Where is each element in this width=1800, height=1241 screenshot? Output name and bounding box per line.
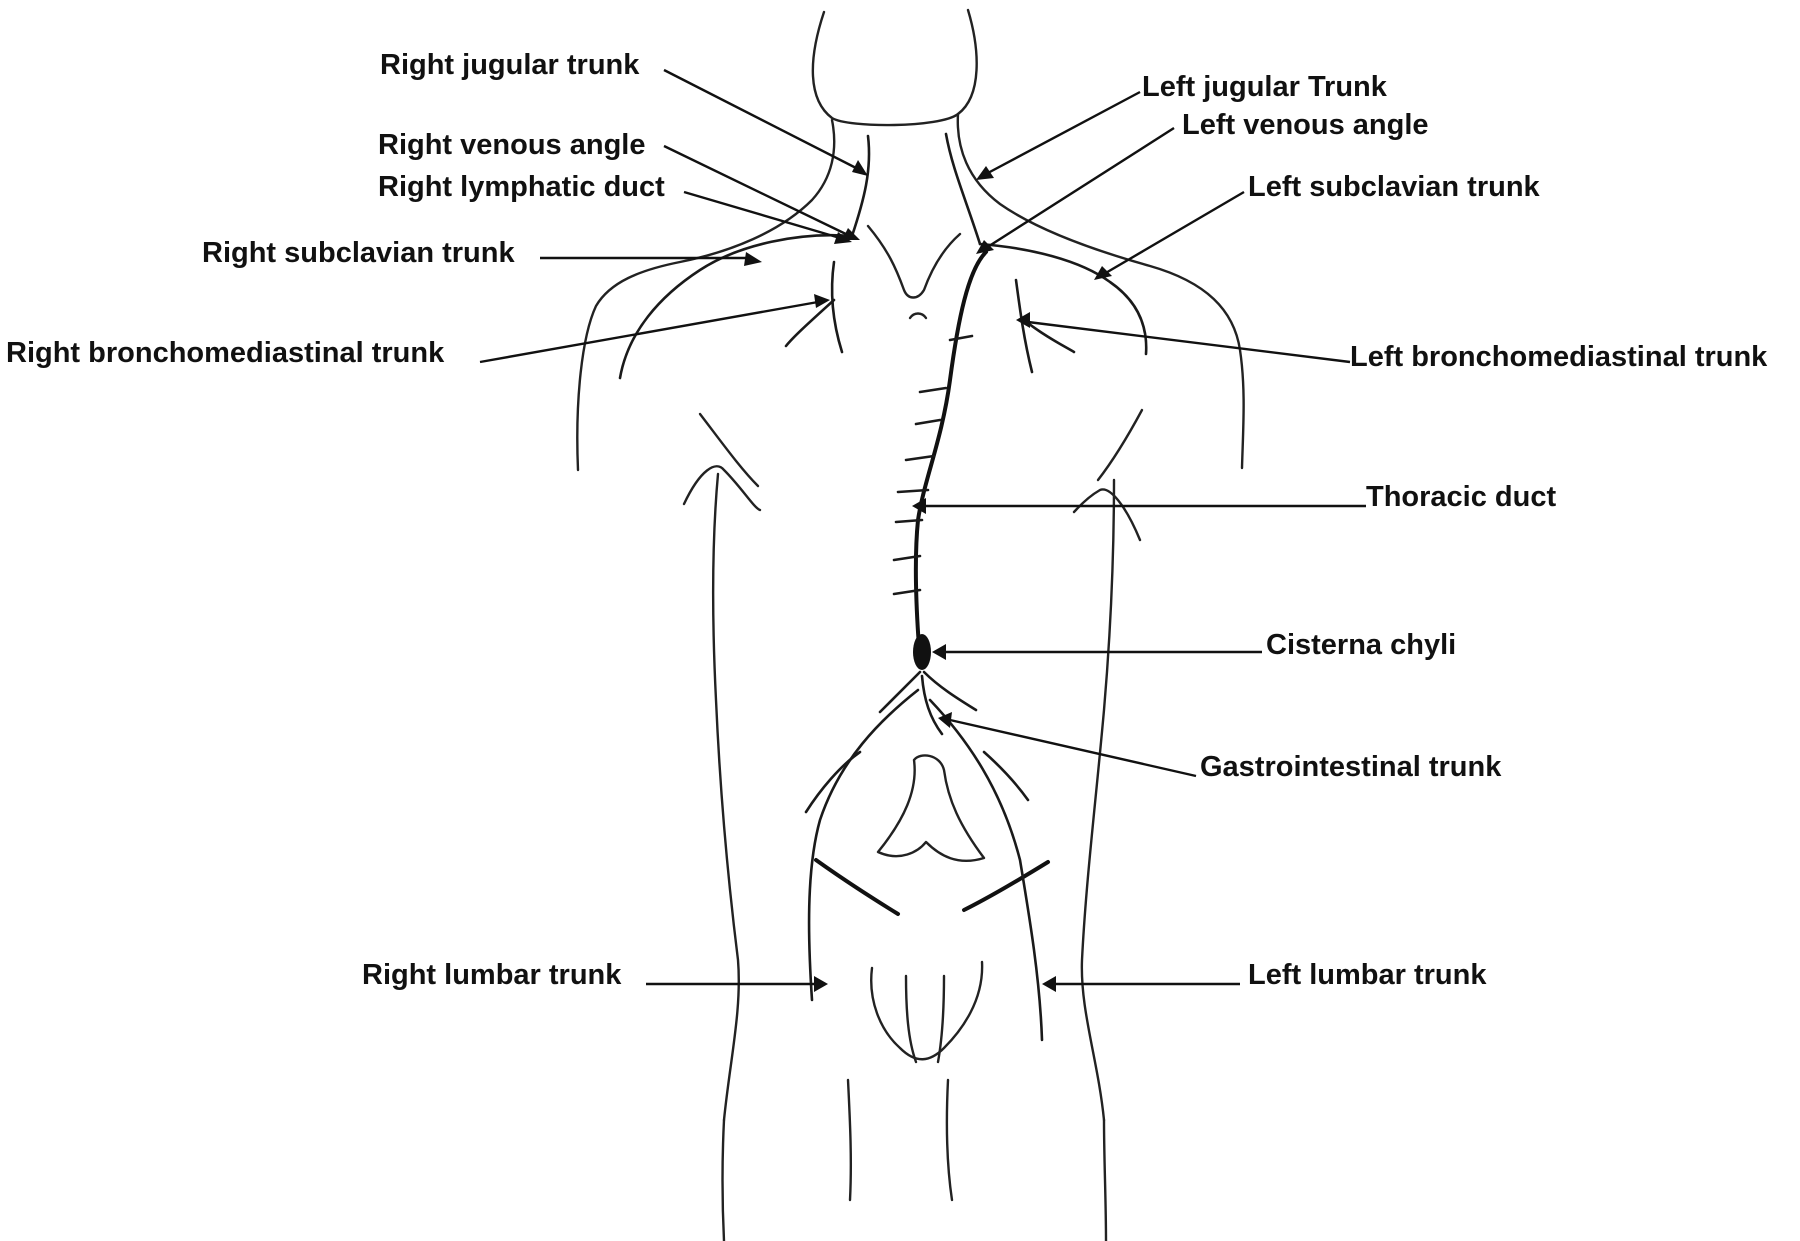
body-outline [576, 8, 1245, 1241]
label-thoracic-duct: Thoracic duct [1366, 481, 1556, 513]
leg-left-outer [721, 1118, 726, 1241]
arrow-thoracic-duct [912, 498, 926, 514]
label-right-subclavian-trunk: Right subclavian trunk [202, 237, 515, 269]
pelvic-structure [876, 754, 986, 863]
label-right-bronchomediastinal-trunk: Right bronchomediastinal trunk [6, 337, 445, 369]
pelvis-outline [870, 960, 984, 1061]
left-bronchomediastinal-trunk-vessel [1014, 278, 1034, 374]
leader-gastrointestinal-trunk [949, 718, 1197, 778]
leg-right-outer [1102, 1118, 1108, 1241]
arrow-left-venous-angle [976, 240, 994, 254]
label-left-jugular-trunk: Left jugular Trunk [1142, 71, 1388, 103]
torso-left-flank [712, 472, 740, 1122]
arrow-left-jugular-trunk [976, 166, 994, 180]
label-left-venous-angle: Left venous angle [1182, 109, 1429, 141]
lumbar-tributary-right [982, 750, 1030, 802]
leader-left-bronchomediastinal-trunk [1027, 320, 1351, 364]
label-right-jugular-trunk: Right jugular trunk [380, 49, 640, 81]
arrow-right-venous-angle [842, 228, 860, 240]
leader-left-jugular-trunk [985, 90, 1141, 176]
neck-right-side [956, 112, 1245, 470]
right-subclavian-trunk-vessel [618, 233, 854, 380]
label-left-lumbar-trunk: Left lumbar trunk [1248, 959, 1487, 991]
arrow-right-lymphatic-duct [834, 232, 852, 244]
leader-right-bronchomediastinal-trunk [479, 300, 819, 364]
arrow-right-subclavian-trunk [744, 252, 762, 266]
inguinal-ligament-left [814, 858, 900, 916]
right-jugular-trunk-vessel [850, 134, 871, 238]
right-lumbar-trunk-vessel [928, 698, 1044, 1042]
right-bronchomediastinal-trunk-vessel [830, 260, 844, 354]
labels: Right jugular trunk Right venous angle R… [6, 49, 1768, 991]
thoracic-duct-vessel [913, 250, 988, 662]
lumbar-tributary-left [804, 750, 862, 814]
label-right-lymphatic-duct: Right lymphatic duct [378, 171, 665, 203]
scapula-right [1096, 408, 1144, 482]
arrow-right-lumbar-trunk [814, 976, 828, 992]
leg-right-inner [945, 1078, 954, 1202]
left-lumbar-trunk-vessel [807, 688, 920, 1002]
sternum-notch [866, 224, 962, 299]
arrow-right-bronchomediastinal-trunk [814, 294, 830, 308]
scapula-left [698, 412, 760, 488]
gi-branch-right [922, 670, 978, 712]
genital-line-right [936, 974, 946, 1064]
armpit-right [1072, 488, 1142, 542]
arrow-left-bronchomediastinal-trunk [1016, 312, 1030, 328]
leader-left-venous-angle [985, 126, 1175, 250]
leader-left-subclavian-trunk [1103, 190, 1245, 276]
torso-right-flank [1080, 478, 1116, 1122]
leader-lines [479, 68, 1366, 992]
left-jugular-trunk-vessel [944, 132, 982, 246]
label-left-subclavian-trunk: Left subclavian trunk [1248, 171, 1541, 203]
label-gastrointestinal-trunk: Gastrointestinal trunk [1200, 751, 1502, 783]
gastrointestinal-trunk-vessel [920, 674, 944, 736]
inguinal-ligament-right [962, 860, 1050, 912]
leg-left-inner [846, 1078, 853, 1202]
arrow-gastrointestinal-trunk [938, 712, 952, 728]
intercostal-tributaries [892, 334, 974, 596]
head-outline [811, 8, 978, 127]
right-bronchomediastinal-branch [784, 298, 836, 348]
cisterna-chyli-node [913, 634, 931, 670]
neck-left-side [576, 118, 836, 472]
label-left-bronchomediastinal-trunk: Left bronchomediastinal trunk [1350, 341, 1768, 373]
leader-right-jugular-trunk [663, 68, 861, 172]
label-right-lumbar-trunk: Right lumbar trunk [362, 959, 622, 991]
genital-line-left [904, 974, 918, 1064]
sternum-notch-inner [908, 312, 928, 320]
gi-branch-left [878, 670, 922, 714]
arrow-left-subclavian-trunk [1094, 266, 1112, 280]
leader-right-lymphatic-duct [683, 190, 841, 240]
label-cisterna-chyli: Cisterna chyli [1266, 629, 1456, 661]
label-right-venous-angle: Right venous angle [378, 129, 645, 161]
armpit-left [682, 465, 762, 512]
arrow-cisterna-chyli [932, 644, 946, 660]
arrow-left-lumbar-trunk [1042, 976, 1056, 992]
arrow-right-jugular-trunk [852, 160, 868, 176]
leader-right-venous-angle [663, 144, 851, 238]
left-subclavian-trunk-vessel [978, 242, 1148, 356]
